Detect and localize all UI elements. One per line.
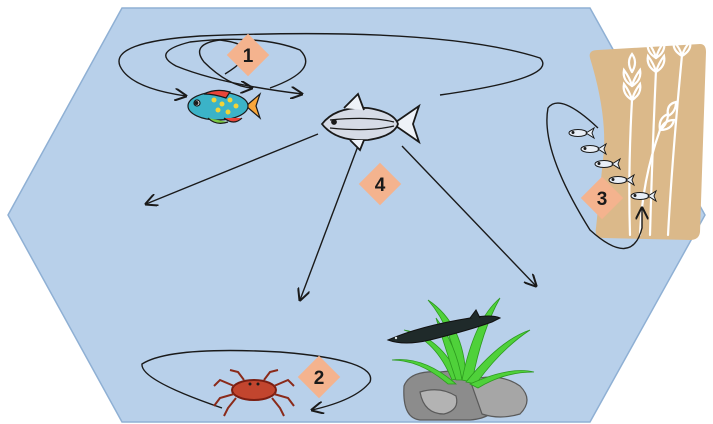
pike-fish xyxy=(386,309,502,344)
predator-fish xyxy=(320,92,421,152)
aquatic-plant xyxy=(391,297,535,389)
fry-fish xyxy=(580,142,608,156)
badge-2: 2 xyxy=(297,355,341,399)
fry-fish xyxy=(630,189,658,203)
svg-text:3: 3 xyxy=(597,189,608,210)
fry-fish xyxy=(608,173,636,187)
svg-text:2: 2 xyxy=(314,368,325,389)
water-habitat-hexagon xyxy=(7,7,706,423)
fry-fish xyxy=(568,126,596,140)
reed-bed xyxy=(589,26,706,240)
badge-4: 4 xyxy=(358,162,402,206)
svg-text:4: 4 xyxy=(375,175,386,196)
crab xyxy=(213,369,295,417)
crab-loop-arrow xyxy=(141,349,372,411)
predation-arrows xyxy=(146,133,536,300)
svg-text:1: 1 xyxy=(243,46,254,67)
reed-loop-arrow xyxy=(546,102,642,250)
badge-1: 1 xyxy=(226,33,270,77)
fry-fish-group xyxy=(568,126,658,203)
fry-fish xyxy=(594,157,622,171)
colorful-fish xyxy=(187,89,262,124)
